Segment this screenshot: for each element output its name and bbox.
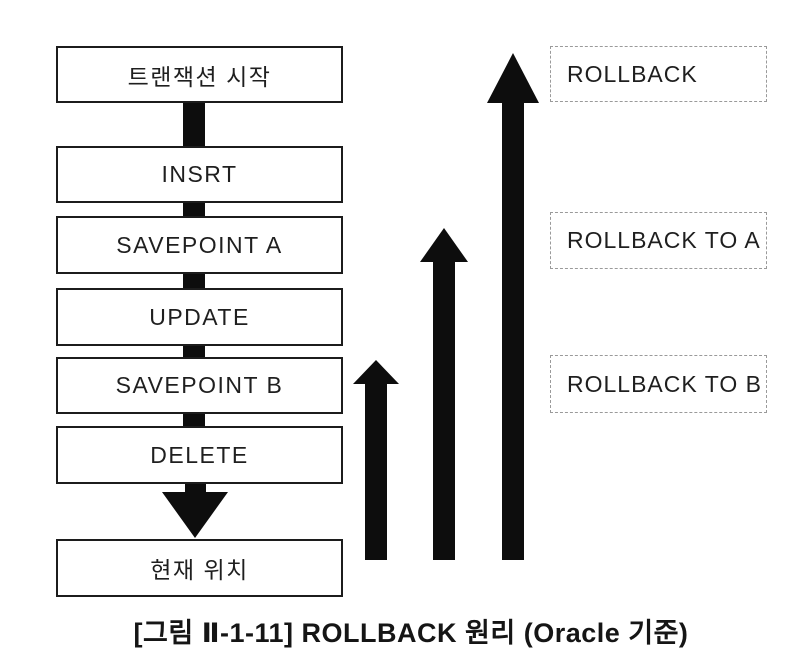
rollback-label-box: ROLLBACK — [550, 46, 767, 102]
flow-box-insrt: INSRT — [56, 146, 343, 203]
up-arrow-rollback-to-a-shaft — [433, 258, 455, 560]
flow-box-label: SAVEPOINT A — [116, 231, 283, 258]
down-arrow-icon — [162, 492, 228, 538]
up-arrow-rollback-icon — [487, 53, 539, 103]
flow-box-label: INSRT — [161, 161, 238, 187]
rollback-to-b-label: ROLLBACK TO B — [567, 370, 762, 397]
up-arrow-rollback-to-a-icon — [420, 228, 468, 262]
flow-box-savepoint-b: SAVEPOINT B — [56, 357, 343, 414]
flow-box-label: DELETE — [150, 441, 249, 468]
rollback-label: ROLLBACK — [567, 60, 698, 87]
figure-caption: [그림 Ⅱ-1-11] ROLLBACK 원리 (Oracle 기준) — [133, 618, 689, 648]
up-arrow-rollback-shaft — [502, 99, 524, 560]
connector-bar — [183, 203, 205, 216]
rollback-to-b-label-box: ROLLBACK TO B — [550, 355, 767, 413]
flow-box-update: UPDATE — [56, 288, 343, 346]
connector-bar — [183, 274, 205, 288]
flow-box-label: SAVEPOINT B — [115, 372, 284, 398]
flow-box-transaction-start: 트랜잭션 시작 — [56, 46, 343, 103]
flow-box-label: 현재 위치 — [150, 557, 249, 583]
connector-bar — [183, 414, 205, 426]
rollback-to-a-label: ROLLBACK TO A — [567, 227, 761, 253]
flow-box-delete: DELETE — [56, 426, 343, 484]
rollback-to-a-label-box: ROLLBACK TO A — [550, 212, 767, 269]
flow-box-savepoint-a: SAVEPOINT A — [56, 216, 343, 274]
flow-box-label: 트랜잭션 시작 — [127, 63, 272, 90]
flow-box-label: UPDATE — [149, 303, 250, 330]
flow-box-current-position: 현재 위치 — [56, 539, 343, 597]
up-arrow-rollback-to-b-shaft — [365, 380, 387, 560]
connector-bar — [183, 346, 205, 357]
connector-bar — [183, 103, 205, 146]
